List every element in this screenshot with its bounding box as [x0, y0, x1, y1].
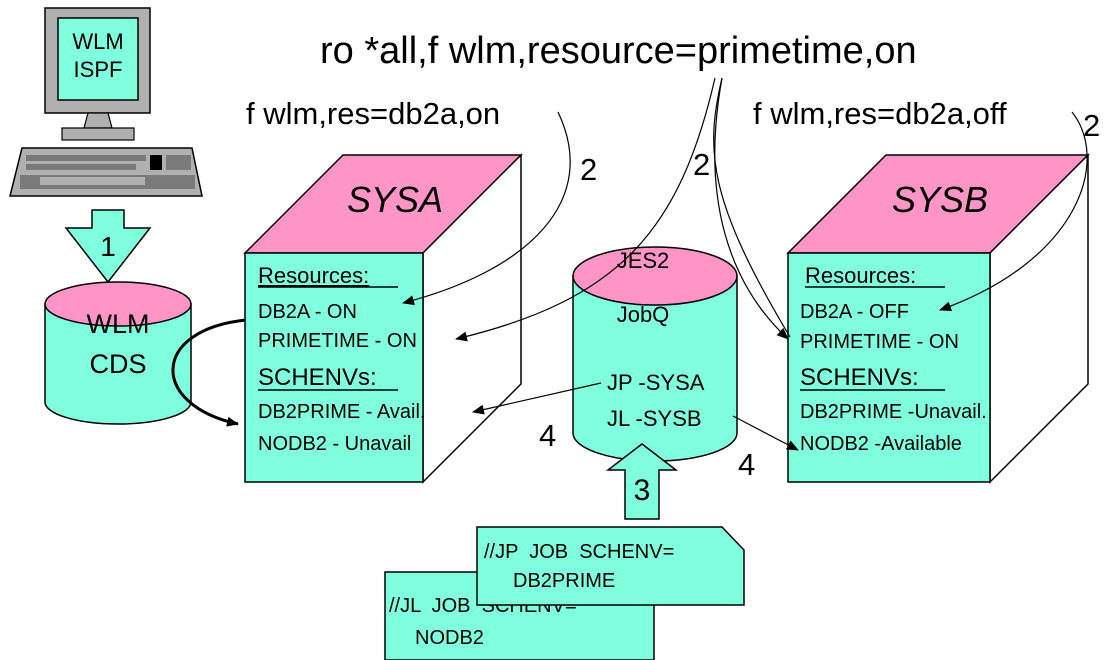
wlm-cds-cylinder: WLM CDS — [44, 281, 192, 425]
primetime-split-line — [713, 77, 791, 338]
jes2-job-jp: JP -SYSA — [607, 370, 705, 395]
sysa-schenv-db2prime: DB2PRIME - Avail. — [258, 401, 425, 423]
step2-number-sysb: 2 — [1083, 108, 1100, 143]
wlm-cds-line1: WLM — [87, 309, 150, 339]
sysa-schenvs-label: SCHENVs: — [258, 364, 377, 391]
step1-number: 1 — [100, 231, 116, 262]
jes2-label: JES2 — [617, 248, 670, 273]
jes2-jobq-cylinder: JES2 JobQ JP -SYSA JL -SYSB — [572, 246, 738, 462]
job-card-jp: //JP JOB SCHENV= DB2PRIME — [476, 526, 745, 606]
sysb-system: SYSB Resources: DB2A - OFF PRIMETIME - O… — [786, 153, 1090, 484]
computer-terminal-icon — [9, 7, 203, 197]
sysa-command: f wlm,res=db2a,on — [246, 96, 500, 131]
step1-arrow: 1 — [64, 209, 152, 284]
jobq-label: JobQ — [617, 302, 670, 327]
jes2-job-jl: JL -SYSB — [607, 406, 702, 431]
step4-number-sysa: 4 — [539, 418, 556, 453]
wlm-cds-line2: CDS — [89, 349, 146, 379]
sysb-command: f wlm,res=db2a,off — [753, 96, 1007, 131]
sysb-resources-label: Resources: — [805, 263, 916, 288]
sysb-title: SYSB — [892, 179, 988, 220]
sysb-resource-db2a: DB2A - OFF — [800, 301, 909, 323]
sysb-schenvs-label: SCHENVs: — [800, 364, 919, 391]
step2-number-sysa: 2 — [580, 152, 597, 187]
job-jp-line1: //JP JOB SCHENV= — [484, 541, 674, 563]
sysa-title: SYSA — [347, 179, 443, 220]
job-jl-line2: NODB2 — [415, 627, 484, 649]
jl-to-sysb-arrow — [732, 415, 799, 451]
sysa-system: SYSA Resources: DB2A - ON PRIMETIME - ON… — [243, 153, 523, 484]
step2-number-top: 2 — [693, 147, 710, 182]
cds-to-sysa-arrow — [171, 318, 247, 427]
step3-arrow: 3 — [605, 443, 679, 520]
step3-number: 3 — [634, 474, 651, 507]
primetime-to-sysa-arrow — [455, 77, 716, 342]
primetime-to-sysb-arrow — [714, 77, 789, 340]
step4-number-sysb: 4 — [738, 447, 755, 482]
sysa-resource-db2a: DB2A - ON — [258, 301, 357, 323]
sysb-schenv-nodb2: NODB2 -Available — [800, 433, 962, 455]
sysb-resource-primetime: PRIMETIME - ON — [800, 331, 959, 353]
sysa-schenv-nodb2: NODB2 - Unavail — [258, 433, 411, 455]
sysa-db2a-arrow — [402, 111, 571, 306]
top-command: ro *all,f wlm,resource=primetime,on — [320, 30, 917, 72]
workstation-screen-line1: WLM — [72, 29, 123, 54]
sysb-db2a-arrow — [939, 111, 1088, 312]
sysa-resource-primetime: PRIMETIME - ON — [258, 330, 417, 352]
workstation: WLM ISPF — [9, 7, 203, 197]
jp-to-sysa-arrow — [472, 382, 602, 415]
sysa-resources-label: Resources: — [258, 263, 369, 288]
sysb-schenv-db2prime: DB2PRIME -Unavail. — [800, 401, 987, 423]
job-jp-line2: DB2PRIME — [513, 570, 615, 592]
workstation-screen-line2: ISPF — [74, 57, 123, 82]
